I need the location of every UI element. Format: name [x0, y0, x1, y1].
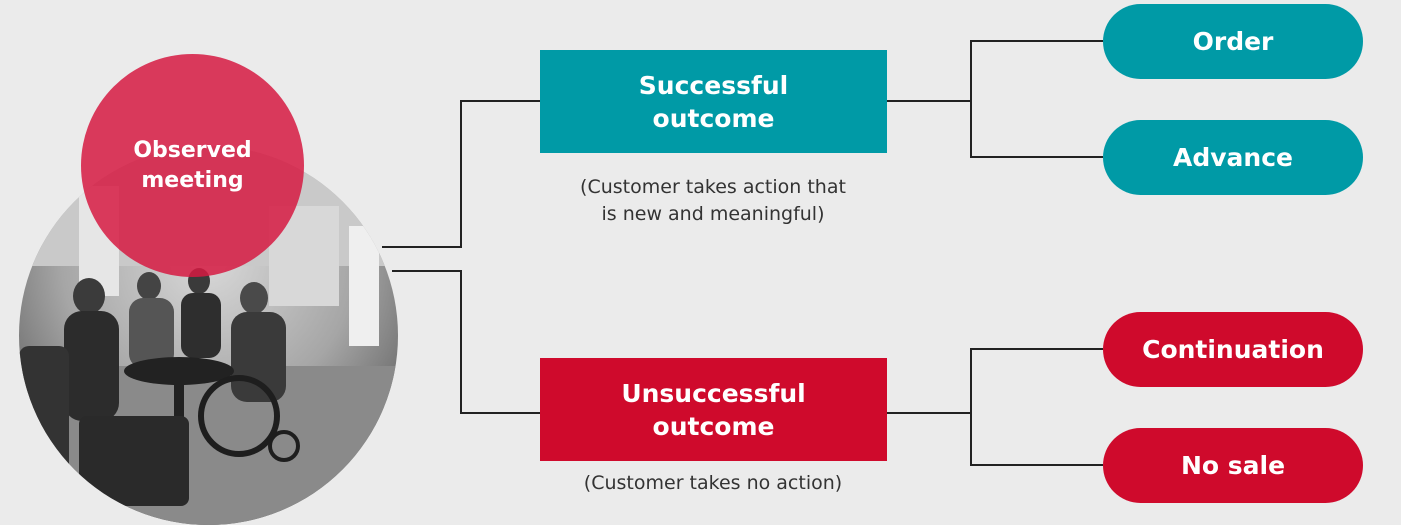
meeting-photo: [19, 146, 398, 525]
observed-meeting-label: Observed meeting: [133, 137, 252, 193]
result-advance: Advance: [1103, 120, 1363, 195]
result-continuation: Continuation: [1103, 312, 1363, 387]
successful-outcome-box: Successful outcome: [540, 50, 887, 153]
result-no-sale: No sale: [1103, 428, 1363, 503]
connector-to-success: [382, 100, 540, 248]
result-order: Order: [1103, 4, 1363, 79]
connector-lines: [382, 40, 1103, 466]
successful-outcome-note: (Customer takes action that is new and m…: [580, 176, 846, 225]
connector-fail-branches: [970, 348, 1103, 466]
unsuccessful-outcome-note: (Customer takes no action): [583, 472, 843, 494]
observed-meeting-node: Observed meeting: [81, 54, 304, 277]
connector-success-branches: [970, 40, 1103, 158]
unsuccessful-outcome-label: Unsuccessful outcome: [621, 378, 806, 441]
connector-to-fail: [392, 270, 540, 414]
unsuccessful-outcome-box: Unsuccessful outcome: [540, 358, 887, 461]
successful-outcome-label: Successful outcome: [638, 70, 789, 133]
